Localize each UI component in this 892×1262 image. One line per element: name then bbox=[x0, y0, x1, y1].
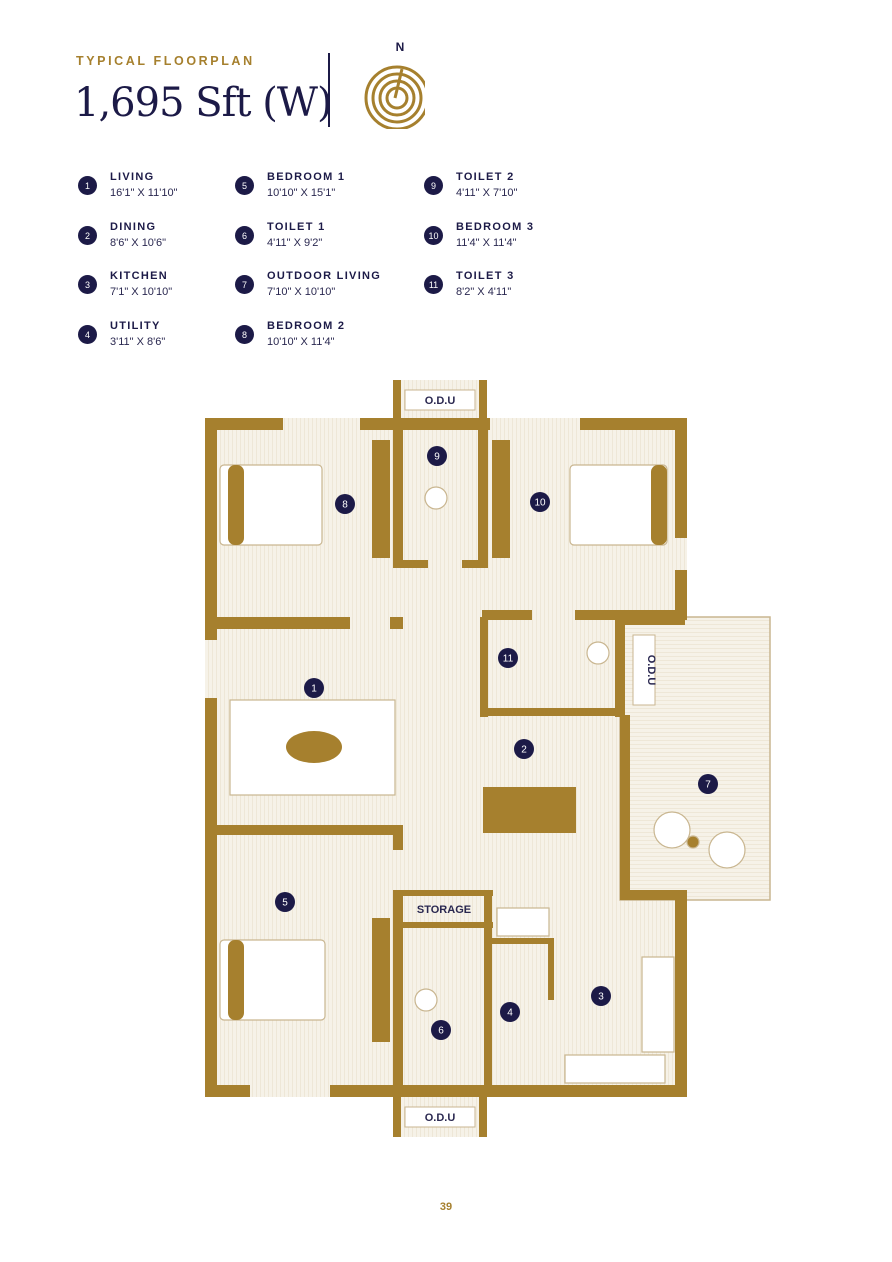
room-marker bbox=[335, 494, 355, 514]
room-marker-number: 6 bbox=[438, 1026, 444, 1037]
room-marker-number: 5 bbox=[282, 898, 288, 909]
room-marker bbox=[427, 446, 447, 466]
room-name: UTILITY bbox=[110, 320, 161, 332]
room-number-badge: 7 bbox=[235, 275, 254, 294]
page-title: 1,695 Sft (W) bbox=[74, 80, 333, 126]
room-name: BEDROOM 1 bbox=[267, 171, 346, 183]
legend-item: 6 TOILET 1 4'11" X 9'2" bbox=[235, 221, 435, 261]
room-number-badge: 2 bbox=[78, 226, 97, 245]
compass-north-label: N bbox=[396, 40, 405, 54]
room-number-badge: 3 bbox=[78, 275, 97, 294]
room-dimensions: 16'1" X 11'10" bbox=[110, 187, 178, 199]
room-marker-number: 11 bbox=[503, 654, 514, 665]
storage-label: STORAGE bbox=[417, 904, 471, 916]
room-marker bbox=[431, 1020, 451, 1040]
legend-item: 8 BEDROOM 2 10'10" X 11'4" bbox=[235, 320, 435, 360]
room-name: TOILET 1 bbox=[267, 221, 326, 233]
room-number-badge: 4 bbox=[78, 325, 97, 344]
legend-item: 2 DINING 8'6" X 10'6" bbox=[78, 221, 278, 261]
walls bbox=[205, 380, 687, 1137]
room-dimensions: 10'10" X 11'4" bbox=[267, 336, 335, 348]
room-name: DINING bbox=[110, 221, 157, 233]
legend-item: 9 TOILET 2 4'11" X 7'10" bbox=[424, 171, 624, 211]
legend-item: 5 BEDROOM 1 10'10" X 15'1" bbox=[235, 171, 435, 211]
legend-item: 1 LIVING 16'1" X 11'10" bbox=[78, 171, 278, 211]
room-number-badge: 1 bbox=[78, 176, 97, 195]
room-markers: 1 2 3 4 5 6 7 8 9 10 11 bbox=[275, 446, 718, 1040]
room-name: BEDROOM 3 bbox=[456, 221, 535, 233]
legend-item: 7 OUTDOOR LIVING 7'10" X 10'10" bbox=[235, 270, 435, 310]
room-marker bbox=[530, 492, 550, 512]
room-marker-number: 1 bbox=[311, 684, 317, 695]
room-marker-number: 7 bbox=[705, 780, 711, 791]
furniture bbox=[219, 464, 746, 1084]
room-number-badge: 11 bbox=[424, 275, 443, 294]
room-dimensions: 7'10" X 10'10" bbox=[267, 286, 336, 298]
odu-top-label: O.D.U bbox=[425, 395, 456, 407]
room-dimensions: 11'4" X 11'4" bbox=[456, 237, 517, 249]
room-dimensions: 3'11" X 8'6" bbox=[110, 336, 166, 348]
room-marker bbox=[698, 774, 718, 794]
room-dimensions: 8'2" X 4'11" bbox=[456, 286, 512, 298]
room-number-badge: 9 bbox=[424, 176, 443, 195]
legend-item: 11 TOILET 3 8'2" X 4'11" bbox=[424, 270, 624, 310]
room-marker bbox=[514, 739, 534, 759]
page-eyebrow: TYPICAL FLOORPLAN bbox=[76, 54, 255, 68]
room-marker bbox=[591, 986, 611, 1006]
room-dimensions: 8'6" X 10'6" bbox=[110, 237, 167, 249]
room-marker-number: 8 bbox=[342, 500, 348, 511]
room-marker bbox=[304, 678, 324, 698]
odu-bottom-label: O.D.U bbox=[425, 1112, 456, 1124]
room-name: TOILET 2 bbox=[456, 171, 515, 183]
room-name: OUTDOOR LIVING bbox=[267, 270, 382, 282]
room-name: TOILET 3 bbox=[456, 270, 515, 282]
room-dimensions: 10'10" X 15'1" bbox=[267, 187, 336, 199]
odu-right-label: O.D.U bbox=[645, 655, 657, 686]
room-name: LIVING bbox=[110, 171, 155, 183]
room-marker-number: 9 bbox=[434, 452, 440, 463]
room-marker-number: 4 bbox=[507, 1008, 513, 1019]
room-number-badge: 8 bbox=[235, 325, 254, 344]
room-dimensions: 4'11" X 9'2" bbox=[267, 237, 323, 249]
legend-item: 4 UTILITY 3'11" X 8'6" bbox=[78, 320, 278, 360]
divider bbox=[328, 53, 330, 127]
room-marker-number: 10 bbox=[534, 498, 546, 509]
wardrobes bbox=[372, 440, 510, 1042]
room-marker bbox=[275, 892, 295, 912]
north-compass-icon: N bbox=[364, 40, 425, 129]
legend-item: 10 BEDROOM 3 11'4" X 11'4" bbox=[424, 221, 624, 261]
room-marker bbox=[500, 1002, 520, 1022]
page-number: 39 bbox=[439, 1201, 453, 1213]
room-name: BEDROOM 2 bbox=[267, 320, 346, 332]
legend-item: 3 KITCHEN 7'1" X 10'10" bbox=[78, 270, 278, 310]
room-dimensions: 4'11" X 7'10" bbox=[456, 187, 518, 199]
room-marker-number: 3 bbox=[598, 992, 604, 1003]
room-number-badge: 6 bbox=[235, 226, 254, 245]
room-name: KITCHEN bbox=[110, 270, 168, 282]
room-marker-number: 2 bbox=[521, 745, 527, 756]
room-number-badge: 10 bbox=[424, 226, 443, 245]
room-marker bbox=[498, 648, 518, 668]
room-number-badge: 5 bbox=[235, 176, 254, 195]
room-dimensions: 7'1" X 10'10" bbox=[110, 286, 173, 298]
